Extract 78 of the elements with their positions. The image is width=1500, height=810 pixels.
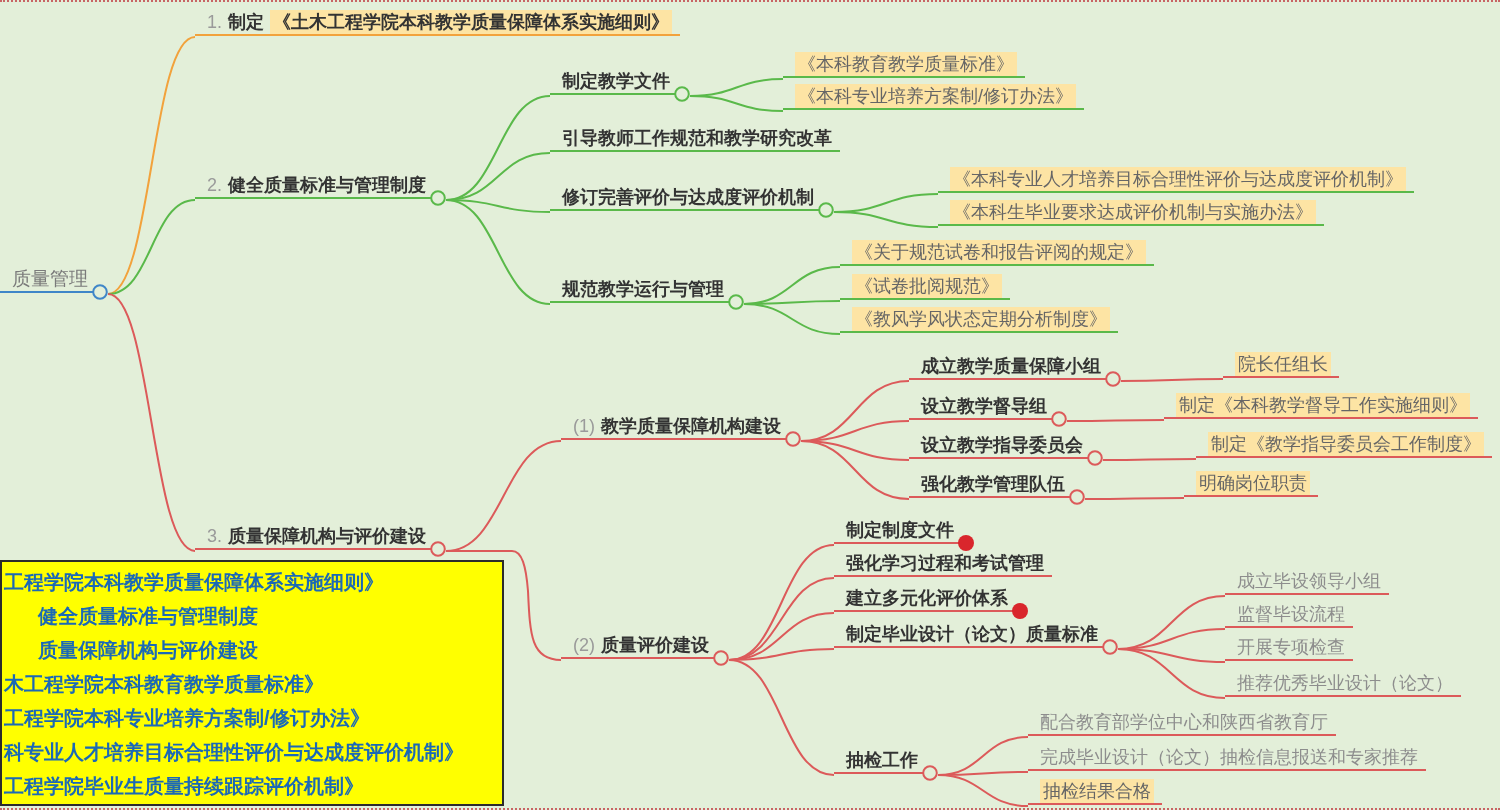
topic-label: 抽检工作 (846, 749, 918, 772)
branch-line (800, 440, 910, 500)
topic-label: 制定毕业设计（论文）质量标准 (846, 623, 1098, 646)
root-topic-label: 质量管理 (12, 267, 88, 291)
detail-label: 完成毕业设计（论文）抽检信息报送和专家推荐 (1040, 746, 1418, 769)
highlighted-document-label: 《本科生毕业要求达成评价机制与实施办法》 (950, 200, 1316, 224)
highlighted-document-label: 《本科教育教学质量标准》 (795, 52, 1017, 76)
highlighted-document-label: 《本科专业人才培养目标合理性评价与达成度评价机制》 (950, 167, 1406, 191)
branch-line (1102, 458, 1197, 461)
topic-label: 修订完善评价与达成度评价机制 (562, 186, 814, 209)
branch-line (937, 774, 1029, 807)
list-number: 3. (207, 525, 222, 548)
branch-line (1120, 378, 1224, 382)
topic-label: 强化教学管理队伍 (921, 473, 1065, 496)
branch-line (1084, 497, 1185, 500)
mindmap-node (783, 82, 1084, 110)
branch-line (743, 303, 841, 335)
note-line: 健全质量标准与管理制度 (38, 604, 258, 629)
highlighted-document-label: 制定《教学指导委员会工作制度》 (1208, 432, 1484, 456)
topic-label: 强化学习过程和考试管理 (846, 552, 1044, 575)
list-number: (1) (573, 415, 595, 438)
detail-label: 开展专项检查 (1237, 636, 1345, 659)
branch-line (1066, 419, 1165, 422)
note-box (0, 560, 504, 806)
branch-line (107, 293, 196, 552)
mindmap-node (1184, 469, 1318, 497)
detail-label: 配合教育部学位中心和陕西省教育厅 (1040, 711, 1328, 734)
highlighted-document-label: 《教风学风状态定期分析制度》 (852, 307, 1110, 331)
highlighted-document-label: 明确岗位职责 (1196, 471, 1310, 495)
mindmap-node (1164, 391, 1478, 419)
highlighted-document-label: 抽检结果合格 (1040, 779, 1154, 803)
highlighted-document-label: 《试卷批阅规范》 (852, 274, 1002, 298)
highlighted-document-label: 《关于规范试卷和报告评阅的规定》 (852, 240, 1146, 264)
highlighted-document-label: 《本科专业培养方案制/修订办法》 (795, 84, 1076, 108)
mindmap-node (1028, 777, 1162, 805)
highlighted-document-label: 院长任组长 (1235, 352, 1331, 376)
list-number: 2. (207, 174, 222, 197)
note-line: 木工程学院本科教育教学质量标准》 (4, 672, 324, 697)
list-number: (2) (573, 634, 595, 657)
topic-label: 规范教学运行与管理 (562, 278, 724, 301)
topic-label: 制定教学文件 (562, 70, 670, 93)
note-line: 质量保障机构与评价建设 (38, 638, 258, 663)
mindmap-node (783, 50, 1025, 78)
detail-label: 监督毕设流程 (1237, 603, 1345, 626)
topic-label: 建立多元化评价体系 (846, 587, 1008, 610)
topic-label: 制定制度文件 (846, 519, 954, 542)
mindmap-node (938, 165, 1414, 193)
topic-label: 成立教学质量保障小组 (921, 355, 1101, 378)
branch-line (728, 659, 835, 776)
highlighted-topic-label: 《土木工程学院本科教学质量保障体系实施细则》 (270, 10, 672, 34)
topic-label: 引导教师工作规范和教学研究改革 (562, 127, 832, 150)
note-line: 科专业人才培养目标合理性评价与达成度评价机制》 (4, 740, 464, 765)
branch-line (1117, 648, 1226, 699)
mindmap-node (840, 272, 1010, 300)
mindmap-node (840, 305, 1118, 333)
detail-label: 成立毕设领导小组 (1237, 570, 1381, 593)
mindmap-node (938, 198, 1324, 226)
list-number: 1. (207, 11, 222, 34)
note-line: 工程学院本科教学质量保障体系实施细则》 (4, 570, 384, 595)
note-line: 工程学院本科专业培养方案制/修订办法》 (4, 706, 370, 731)
mindmap-node (195, 8, 680, 36)
topic-label: 制定 (228, 11, 264, 34)
note-line: 工程学院毕业生质量持续跟踪评价机制》 (4, 774, 364, 799)
branch-line (445, 199, 551, 305)
mindmap-node (1223, 350, 1339, 378)
topic-label: 设立教学督导组 (921, 395, 1047, 418)
topic-label: 教学质量保障机构建设 (601, 415, 781, 438)
branch-line (445, 550, 562, 661)
highlighted-document-label: 制定《本科教学督导工作实施细则》 (1176, 393, 1470, 417)
topic-label: 设立教学指导委员会 (921, 434, 1083, 457)
mindmap-node (840, 238, 1154, 266)
branch-line (833, 211, 939, 228)
detail-label: 推荐优秀毕业设计（论文） (1237, 672, 1453, 695)
mindmap-node (1196, 430, 1492, 458)
topic-label: 质量评价建设 (601, 634, 709, 657)
topic-label: 健全质量标准与管理制度 (228, 174, 426, 197)
topic-label: 质量保障机构与评价建设 (228, 525, 426, 548)
branch-line (689, 95, 784, 112)
